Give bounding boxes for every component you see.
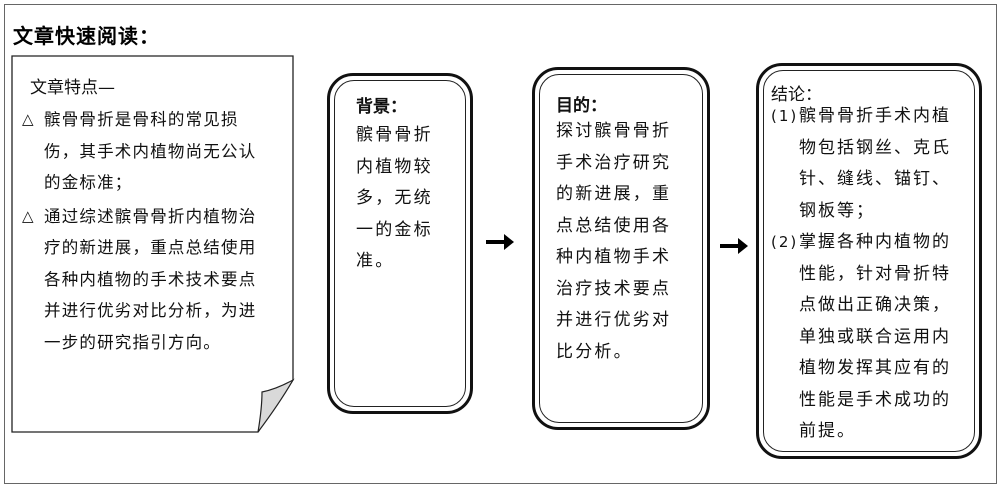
text-line: 性能，针对骨折特	[799, 263, 951, 284]
right-arrow-icon	[486, 234, 514, 250]
feature-text: 通过综述髌骨骨折内植物治疗的新进展，重点总结使用各种内植物的手术技术要点并进行优…	[44, 206, 257, 352]
text-line: 一的金标	[356, 219, 433, 240]
background-heading: 背景：	[356, 97, 407, 117]
text-line: 并进行优劣对	[556, 310, 672, 330]
text-line: 手术治疗研究	[556, 152, 672, 173]
conclusion-item: (2) 掌握各种内植物的 性能，针对骨折特 点做出正确决策， 单独或联合运用内 …	[771, 227, 951, 448]
conclusion-box-inner	[763, 70, 975, 452]
purpose-heading: 目的：	[556, 96, 607, 116]
features-note-shape	[11, 55, 295, 433]
text-line: 掌握各种内植物的	[799, 232, 951, 252]
purpose-box-inner	[539, 74, 703, 423]
text-line: 钢板等；	[799, 200, 875, 221]
text-line: 物包括钢丝、克氏	[799, 137, 951, 158]
text-line: 植物发挥其应有的	[799, 358, 951, 378]
text-line: 治疗技术要点	[556, 278, 672, 299]
conclusion-heading: 结论：	[771, 85, 822, 105]
background-text: 髌骨骨折 内植物较 多，无统 一的金标 准。	[356, 120, 433, 278]
feature-text: 髌骨骨折是骨科的常见损伤，其手术内植物尚无公认的金标准；	[44, 110, 257, 192]
background-box-inner	[334, 80, 466, 407]
conclusion-item: (1) 髌骨骨折手术内植 物包括钢丝、克氏 针、缝线、锚钉、 钢板等；	[771, 101, 951, 227]
text-line: 准。	[356, 251, 395, 271]
text-line: 点总结使用各	[556, 215, 672, 236]
item-number: (1)	[771, 107, 799, 125]
text-line: 针、缝线、锚钉、	[799, 169, 951, 189]
purpose-box	[532, 67, 710, 430]
page-title: 文章快速阅读：	[13, 24, 160, 48]
conclusion-box	[756, 63, 982, 459]
text-line: 点做出正确决策，	[799, 295, 951, 315]
feature-item: △ 髌骨骨折是骨科的常见损伤，其手术内植物尚无公认的金标准；	[22, 104, 272, 199]
features-heading: 文章特点—	[30, 78, 115, 98]
text-line: 种内植物手术	[556, 247, 672, 267]
text-line: 髌骨骨折手术内植	[799, 106, 951, 126]
feature-item: △ 通过综述髌骨骨折内植物治疗的新进展，重点总结使用各种内植物的手术技术要点并进…	[22, 201, 272, 359]
text-line: 性能是手术成功的	[799, 389, 951, 410]
text-line: 单独或联合运用内	[799, 326, 951, 347]
text-line: 多，无统	[356, 188, 433, 208]
triangle-bullet-icon: △	[22, 206, 35, 225]
background-box	[327, 73, 473, 414]
text-line: 的新进展，重	[556, 184, 672, 204]
text-line: 比分析。	[556, 341, 633, 362]
text-line: 内植物较	[356, 156, 433, 177]
item-number: (2)	[771, 233, 799, 251]
text-line: 前提。	[799, 421, 856, 441]
purpose-text: 探讨髌骨骨折 手术治疗研究 的新进展，重 点总结使用各 种内植物手术 治疗技术要…	[556, 116, 671, 368]
text-line: 髌骨骨折	[356, 125, 433, 145]
text-line: 探讨髌骨骨折	[556, 121, 672, 141]
features-note: 文章特点— △ 髌骨骨折是骨科的常见损伤，其手术内植物尚无公认的金标准； △ 通…	[22, 66, 272, 358]
triangle-bullet-icon: △	[22, 110, 35, 128]
conclusion-text: (1) 髌骨骨折手术内植 物包括钢丝、克氏 针、缝线、锚钉、 钢板等； (2) …	[771, 101, 951, 448]
right-arrow-icon	[720, 238, 748, 254]
